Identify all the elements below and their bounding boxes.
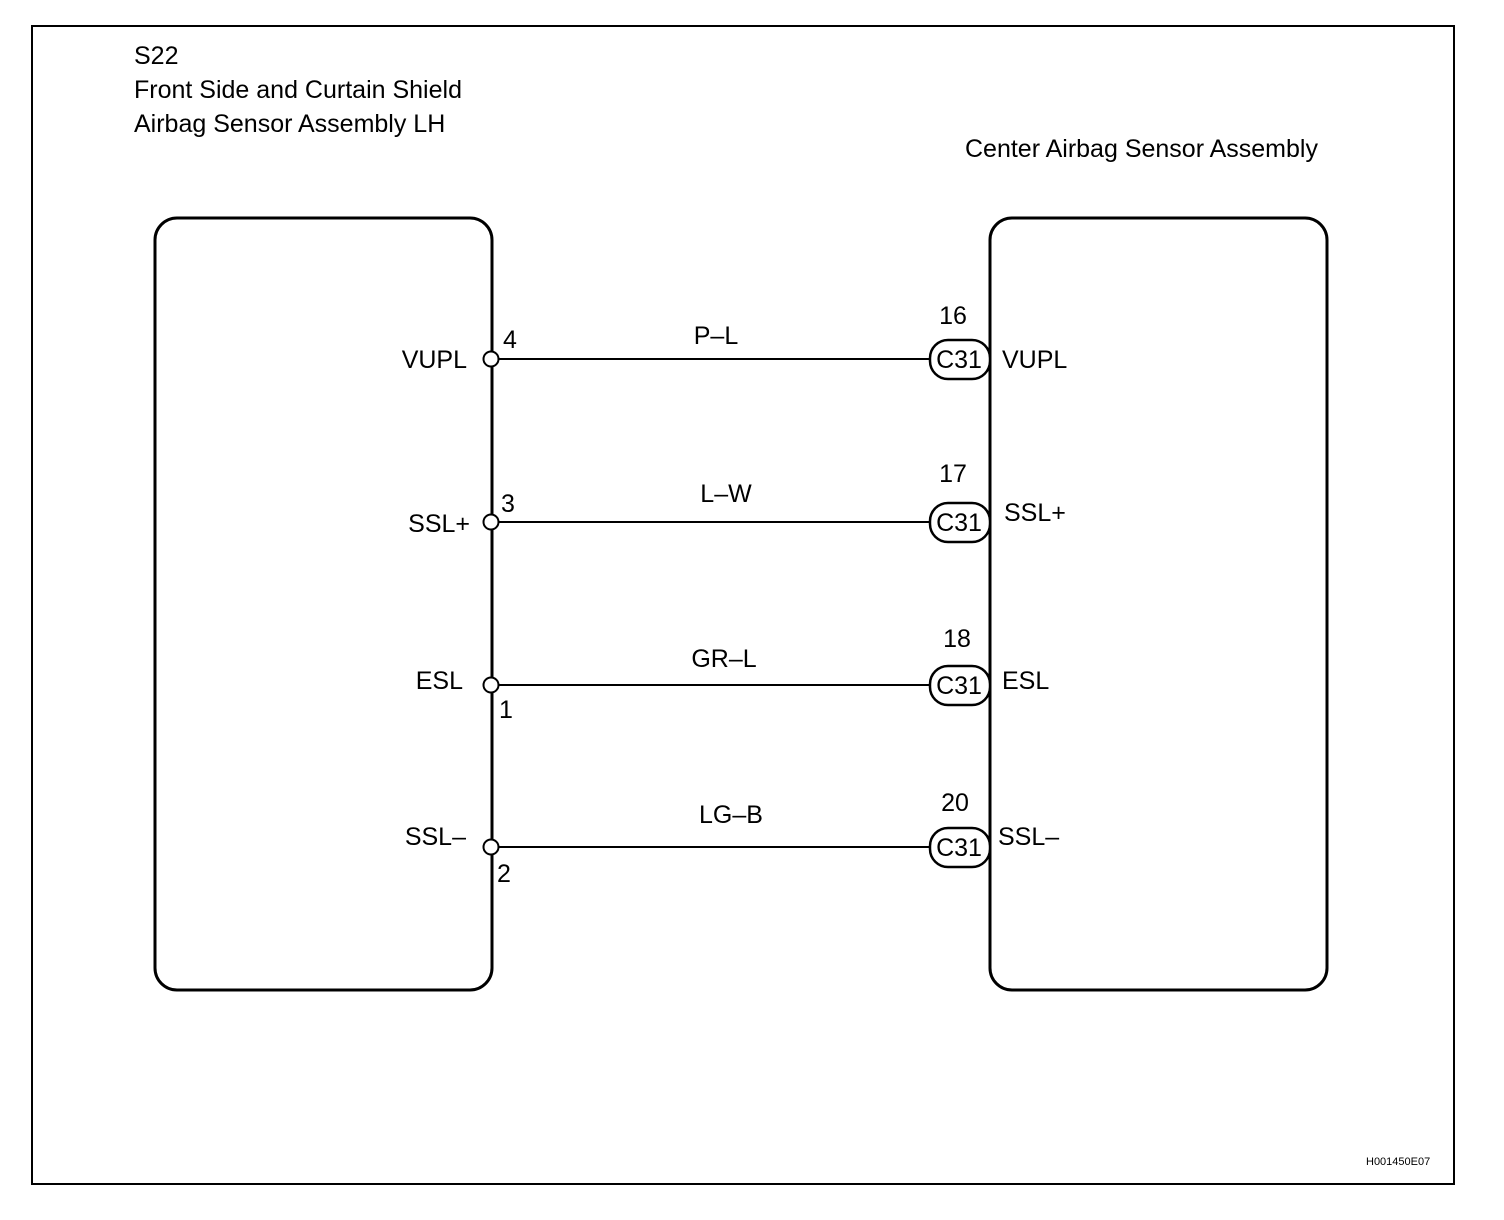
left-terminal-2 [482,513,500,531]
connector-c31-4 [928,826,992,869]
left-component-name-line2: Airbag Sensor Assembly LH [134,110,446,138]
right-component-box [988,216,1329,992]
connector-c31-1 [928,338,992,381]
left-component-code: S22 [134,42,179,70]
wire-color-label: P–L [693,322,739,350]
connector-c31-3 [928,664,992,707]
left-signal-label: SSL– [404,823,466,851]
connector-label: C31 [936,346,982,374]
figure-id: H001450E07 [1366,1156,1431,1168]
left-terminal-4 [482,838,500,856]
connector-c31-2 [928,501,992,544]
right-pin-number: 16 [939,302,967,330]
left-pin-number: 4 [503,326,517,354]
left-pin-number: 1 [499,696,513,724]
connector-label: C31 [936,509,982,537]
left-terminal-1 [482,350,500,368]
right-signal-label: VUPL [1002,346,1068,374]
left-terminal-3 [482,676,500,694]
left-signal-label: VUPL [401,346,467,374]
right-signal-label: ESL [1002,667,1050,695]
right-pin-number: 20 [941,789,969,817]
connector-label: C31 [936,834,982,862]
right-pin-number: 17 [939,460,967,488]
right-component-name: Center Airbag Sensor Assembly [965,135,1318,163]
left-pin-number: 3 [501,490,515,518]
right-signal-label: SSL– [998,823,1060,851]
left-component-box [153,216,494,992]
right-signal-label: SSL+ [1004,499,1066,527]
wire-color-label: L–W [700,480,752,508]
wire-color-label: GR–L [691,645,757,673]
left-signal-label: ESL [415,667,463,695]
connector-label: C31 [936,672,982,700]
left-pin-number: 2 [497,860,511,888]
left-component-name-line1: Front Side and Curtain Shield [134,76,462,104]
diagram-frame [31,25,1455,1185]
wire-color-label: LG–B [699,801,763,829]
left-signal-label: SSL+ [408,510,470,538]
right-pin-number: 18 [943,625,971,653]
